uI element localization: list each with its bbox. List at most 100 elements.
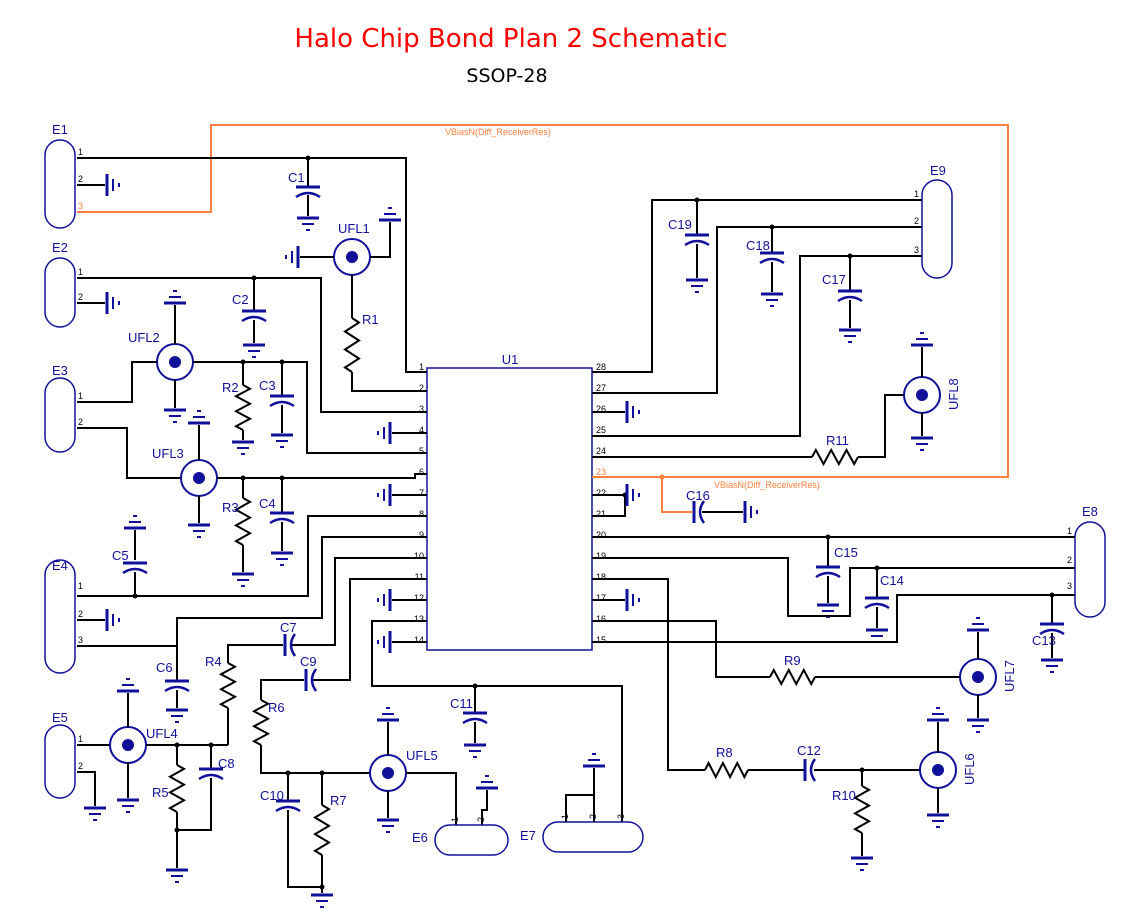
u1-pin-number: 12: [414, 593, 424, 603]
ground-icon: [743, 501, 758, 523]
capacitor-c4: [269, 511, 295, 525]
wire: [77, 536, 427, 647]
ufl1-label: UFL1: [338, 221, 370, 236]
connector-e5: [44, 724, 76, 799]
resistor-r1: [343, 317, 361, 373]
ground-icon: [476, 775, 498, 790]
u1-pin-number: 10: [414, 551, 424, 561]
connector-e3: [44, 377, 76, 453]
capacitor-c6: [164, 679, 190, 693]
ground-icon: [625, 484, 640, 506]
e1-label: E1: [52, 122, 68, 137]
r5-label: R5: [152, 785, 169, 800]
cap-plate-curved: [809, 758, 817, 782]
connector-pin-number: 2: [78, 761, 83, 771]
capacitor-c12: [803, 758, 817, 782]
u1-pin-number: 8: [419, 509, 424, 519]
wire: [177, 778, 212, 831]
net-vbiasn-wire: [77, 124, 1009, 478]
ground-icon: [464, 743, 486, 758]
u1-body: [426, 367, 593, 651]
capacitor-c10: [275, 799, 301, 813]
r4-label: R4: [205, 654, 222, 669]
e5-label: E5: [52, 710, 68, 725]
ground-icon: [839, 328, 861, 343]
cap-plate-curved: [462, 717, 488, 725]
capacitor-c13: [1039, 622, 1065, 636]
connector-e9: [921, 179, 953, 279]
r10-label: R10: [832, 788, 856, 803]
wire: [370, 222, 391, 258]
connector-pin-number: 1: [450, 817, 460, 822]
e3-label: E3: [52, 363, 68, 378]
wire: [77, 771, 96, 806]
ufl3-label: UFL3: [152, 446, 184, 461]
c2-label: C2: [232, 292, 249, 307]
cap-plate-curved: [275, 805, 301, 813]
ufl-center-pin: [346, 251, 358, 263]
net-label: VBiasN(Diff_ReceiverRes): [445, 127, 551, 137]
ground-icon: [927, 813, 949, 828]
u1-pin-number: 5: [419, 446, 424, 456]
connector-pin-number: 1: [78, 391, 83, 401]
ground-icon: [232, 572, 254, 587]
connector-pin-number: 3: [616, 814, 626, 819]
ground-icon: [927, 707, 949, 722]
connector-pin-number: 1: [78, 734, 83, 744]
capacitor-c18: [759, 251, 785, 265]
connector-pin-number: 2: [78, 174, 83, 184]
c11-label: C11: [450, 696, 473, 711]
c14-label: C14: [880, 573, 904, 588]
wire: [592, 495, 626, 517]
r1-label: R1: [362, 312, 379, 327]
ufl4-label: UFL4: [146, 726, 178, 741]
connector-pin-number: 3: [914, 245, 919, 255]
u1-pin-number: 27: [596, 383, 606, 393]
ground-icon: [164, 290, 186, 305]
capacitor-c16: [692, 500, 706, 524]
wire: [77, 427, 181, 479]
capacitor-c14: [864, 596, 890, 610]
wire: [592, 557, 1075, 617]
wire: [227, 644, 283, 663]
wire: [858, 394, 904, 458]
cap-plate-curved: [269, 517, 295, 525]
ground-icon: [124, 515, 146, 530]
ground-icon: [188, 410, 210, 425]
ground-icon: [583, 753, 605, 768]
connector-pin-number: 2: [78, 417, 83, 427]
ground-icon: [105, 174, 120, 196]
ground-icon: [866, 628, 888, 643]
cap-plate-curved: [837, 295, 863, 303]
ground-icon: [911, 436, 933, 451]
u1-pin-number: 21: [596, 509, 606, 519]
wire: [77, 277, 427, 413]
ufl5-label: UFL5: [406, 748, 438, 763]
capacitor-c1: [295, 185, 321, 199]
connector-pin-number: 1: [914, 189, 919, 199]
capacitor-c11: [462, 711, 488, 725]
connector-e1: [44, 139, 76, 229]
e9-label: E9: [930, 163, 946, 178]
ground-icon: [297, 216, 319, 231]
connector-e7: [542, 821, 644, 853]
connector-e4: [44, 559, 76, 674]
u1-pin-number: 22: [596, 488, 606, 498]
resistor-r5: [167, 764, 187, 813]
u1-pin-number: 11: [415, 572, 424, 582]
wire: [217, 473, 427, 479]
r3-label: R3: [222, 500, 239, 515]
ufl1-connector-icon: [333, 238, 371, 276]
ground-icon: [84, 806, 106, 821]
wire: [592, 255, 922, 437]
e8-label: E8: [1082, 504, 1098, 519]
cap-plate-curved: [684, 239, 710, 247]
ground-icon: [311, 893, 333, 908]
ground-icon: [625, 401, 640, 423]
c16-label: C16: [686, 488, 710, 503]
resistor-r7: [313, 804, 331, 856]
ground-icon: [271, 433, 293, 448]
ufl3-connector-icon: [180, 459, 218, 497]
c8-label: C8: [218, 756, 235, 771]
